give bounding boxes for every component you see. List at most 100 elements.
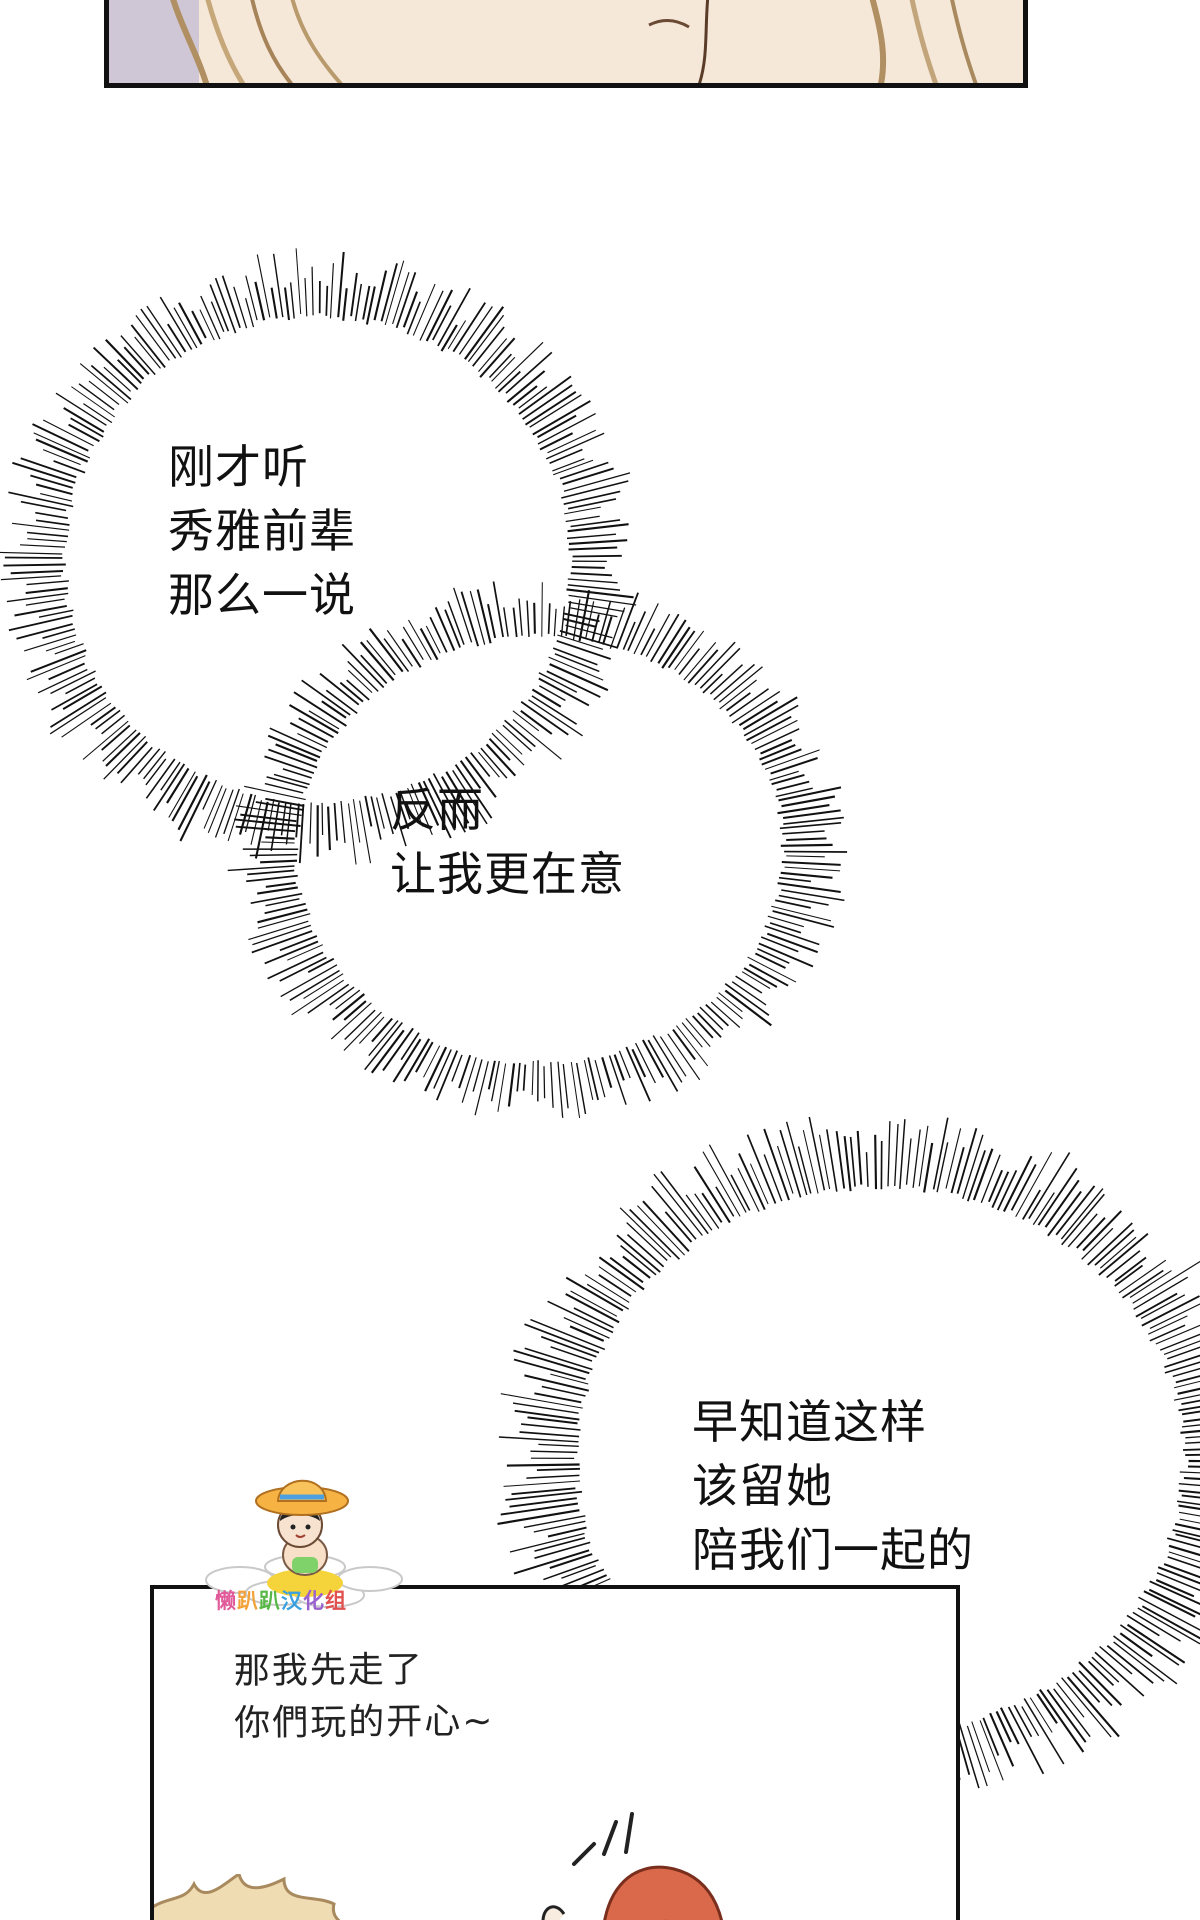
burst-line <box>741 971 771 989</box>
burst-line <box>664 1211 693 1243</box>
burst-line <box>557 1061 564 1118</box>
burst-line <box>1159 1333 1200 1351</box>
burst-line <box>1155 1324 1200 1345</box>
burst-line <box>35 438 89 463</box>
burst-line <box>781 860 841 866</box>
burst-line <box>562 1064 569 1109</box>
burst-line <box>447 601 465 645</box>
burst-line <box>63 407 105 433</box>
burst-line <box>343 1011 382 1051</box>
burst-line <box>737 1167 760 1212</box>
burst-line <box>899 1119 906 1189</box>
burst-line <box>168 771 196 818</box>
burst-line <box>0 575 62 581</box>
bubble-two-line2: 让我更在意 <box>390 847 625 901</box>
redhead-character <box>541 1865 723 1920</box>
burst-line <box>417 782 440 826</box>
burst-line <box>818 1134 831 1190</box>
burst-line <box>240 813 297 823</box>
burst-line <box>159 296 193 350</box>
burst-line <box>771 905 832 922</box>
burst-line <box>729 688 769 718</box>
burst-line <box>999 1707 1020 1745</box>
burst-line <box>1185 1453 1200 1457</box>
burst-line <box>1007 1706 1045 1775</box>
burst-line <box>570 1290 618 1317</box>
burst-line <box>432 773 466 833</box>
burst-line <box>537 414 577 439</box>
burst-line <box>25 598 65 606</box>
burst-line <box>735 975 763 994</box>
burst-line <box>444 609 461 648</box>
burst-line <box>265 797 305 807</box>
burst-line <box>382 1027 414 1072</box>
burst-line <box>754 728 800 751</box>
burst-line <box>103 366 132 392</box>
burst-line <box>1113 1641 1165 1682</box>
burst-line <box>694 641 736 686</box>
burst-line <box>246 874 298 883</box>
burst-line <box>1106 1250 1141 1279</box>
burst-line <box>552 647 598 666</box>
burst-line <box>307 957 335 974</box>
burst-bubble-two <box>227 581 848 1119</box>
burst-line <box>778 786 842 802</box>
top-panel-art <box>109 0 1023 83</box>
burst-line <box>173 307 198 349</box>
burst-line <box>1163 1563 1200 1579</box>
burst-line <box>780 871 833 879</box>
burst-line <box>958 1722 980 1789</box>
burst-line <box>1002 1155 1033 1212</box>
burst-line <box>472 1059 483 1092</box>
burst-line <box>966 1150 986 1202</box>
burst-line <box>598 600 612 643</box>
burst-line <box>370 1029 405 1074</box>
burst-line <box>529 394 582 428</box>
burst-line <box>202 779 218 810</box>
burst-line <box>178 302 203 345</box>
burst-line <box>786 855 825 858</box>
burst-line <box>505 1490 583 1501</box>
burst-line <box>1071 1671 1101 1703</box>
burst-line <box>267 951 324 980</box>
burst-line <box>932 1117 949 1190</box>
burst-line <box>140 308 177 359</box>
burst-line <box>70 417 104 438</box>
burst-line <box>350 272 358 317</box>
burst-line <box>936 1142 949 1193</box>
burst-line <box>631 1048 647 1078</box>
bubble-two-text: 反而 让我更在意 <box>390 778 625 906</box>
burst-line <box>252 924 311 946</box>
burst-line <box>210 301 225 333</box>
burst-line <box>550 1346 593 1362</box>
burst-line <box>42 419 94 447</box>
burst-line <box>657 619 687 664</box>
burst-line <box>265 881 296 888</box>
burst-line <box>541 582 543 637</box>
burst-line <box>146 305 182 358</box>
burst-line <box>1013 1704 1033 1738</box>
burst-line <box>325 689 358 715</box>
burst-line <box>763 1154 783 1202</box>
burst-line <box>90 706 116 726</box>
burst-line <box>1082 1210 1123 1252</box>
burst-line <box>865 1152 869 1187</box>
burst-line <box>51 683 98 711</box>
burst-line <box>585 601 595 640</box>
burst-line <box>250 892 303 905</box>
burst-line <box>491 732 525 766</box>
burst-line <box>269 727 322 753</box>
burst-line <box>265 836 295 840</box>
burst-line <box>687 649 719 684</box>
burst-line <box>874 1134 878 1190</box>
bubble-one-text: 刚才听 秀雅前辈 那么一说 <box>168 435 356 627</box>
burst-line <box>490 1060 500 1102</box>
burst-line <box>856 1130 863 1185</box>
burst-line <box>777 804 830 815</box>
burst-line <box>37 668 88 694</box>
burst-line <box>1156 1572 1200 1592</box>
burst-line <box>767 915 804 928</box>
burst-line <box>244 298 255 328</box>
burst-line <box>137 748 161 775</box>
burst-line <box>1010 1163 1037 1211</box>
